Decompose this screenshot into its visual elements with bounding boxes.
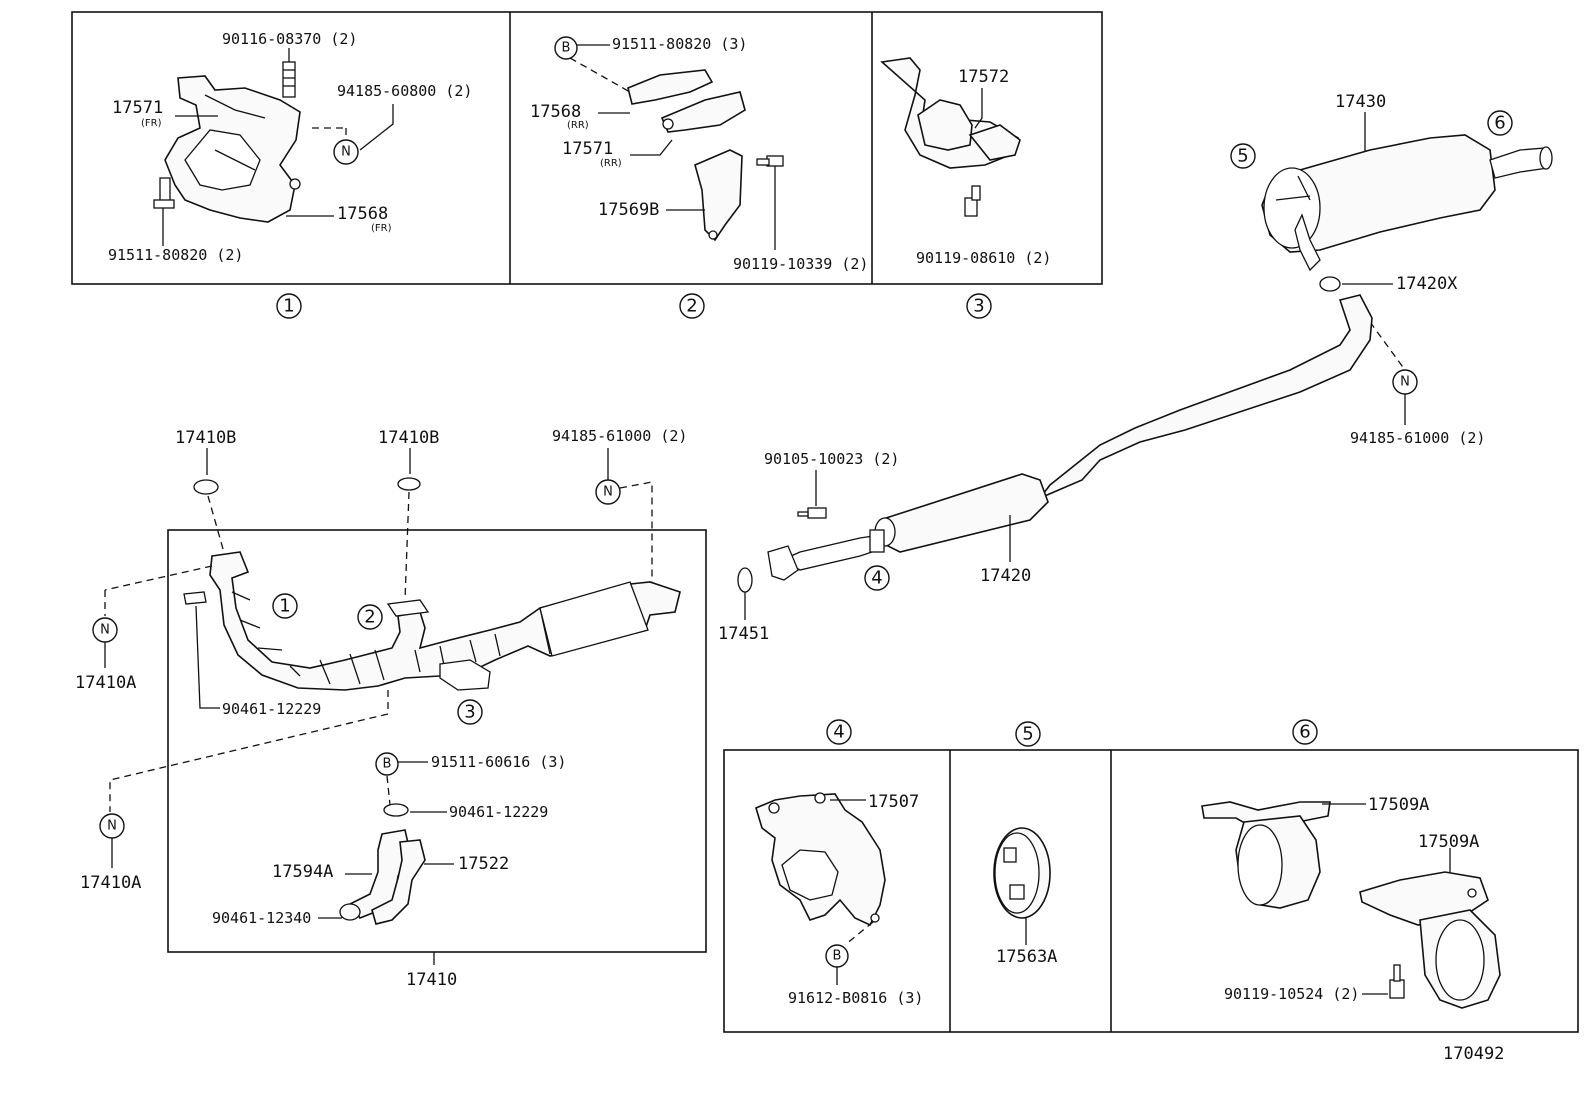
label-17572: 17572: [958, 67, 1009, 87]
callout-2-front-text: 2: [364, 607, 375, 628]
label-17594a: 17594A: [272, 862, 333, 882]
label-17571-fr-sub: (FR): [141, 118, 162, 129]
label-94185-60800: 94185-60800 (2): [337, 82, 472, 100]
label-91511-80820-3: 91511-80820 (3): [612, 35, 747, 53]
label-17568-rr: 17568: [530, 102, 581, 122]
label-17410: 17410: [406, 970, 457, 990]
inset-3-number: [966, 293, 992, 319]
label-17420: 17420: [980, 566, 1031, 586]
inset-3-number-text: 3: [973, 296, 984, 317]
inset-3-bracket-drawing: [880, 57, 1021, 217]
callout-3-front: [457, 699, 483, 725]
insets-456-frame: [723, 749, 1579, 1033]
label-17522: 17522: [458, 854, 509, 874]
label-90461-12229-upper: 90461-12229: [222, 700, 321, 718]
front-pipe-frame: [167, 529, 707, 953]
n-marker-left-upper-text: N: [100, 623, 110, 638]
n-marker-left-lower-text: N: [107, 819, 117, 834]
label-17509a-lower: 17509A: [1418, 832, 1479, 852]
inset-4-number-text: 4: [833, 722, 844, 743]
callout-4-rear-text: 4: [871, 568, 882, 589]
front-pipe-drawing: [183, 551, 681, 691]
label-17507: 17507: [868, 792, 919, 812]
callout-5-rear: [1230, 143, 1256, 169]
label-17569b: 17569B: [598, 200, 659, 220]
label-90461-12340: 90461-12340: [212, 909, 311, 927]
b-marker-inset2-text: B: [562, 41, 571, 56]
label-90116-08370: 90116-08370 (2): [222, 30, 357, 48]
b-marker-inset4-text: B: [833, 949, 842, 964]
label-90119-10524: 90119-10524 (2): [1224, 985, 1359, 1003]
label-94185-61000-rear: 94185-61000 (2): [1350, 429, 1485, 447]
inset-1-frame: [71, 11, 1103, 285]
callout-2-front: [357, 604, 383, 630]
inset-6-number: [1292, 719, 1318, 745]
inset-5-number: [1015, 721, 1041, 747]
n-marker-inset1-text: N: [341, 145, 351, 160]
label-17430: 17430: [1335, 92, 1386, 112]
label-17509a-upper: 17509A: [1368, 795, 1429, 815]
label-17568-fr: 17568: [337, 204, 388, 224]
inset-6-number-text: 6: [1299, 722, 1310, 743]
label-90119-10339: 90119-10339 (2): [733, 255, 868, 273]
label-91511-80820-2: 91511-80820 (2): [108, 246, 243, 264]
n-marker-inset1: [333, 139, 359, 165]
n-marker-front-right: [595, 479, 621, 505]
b-marker-inset2: [554, 36, 578, 60]
inset-2-bracket-drawing: [627, 69, 784, 250]
label-17410a-upper: 17410A: [75, 673, 136, 693]
b-marker-front-text: B: [383, 757, 392, 772]
rubber-hanger-17563a-drawing: [993, 827, 1051, 919]
n-marker-front-right-text: N: [603, 485, 613, 500]
label-17568-fr-sub: (FR): [371, 223, 392, 234]
label-17410b-left: 17410B: [175, 428, 236, 448]
inset-4-number: [826, 719, 852, 745]
label-17410a-lower: 17410A: [80, 873, 141, 893]
inset-1-number: [276, 293, 302, 319]
label-91612-b0816: 91612-B0816 (3): [788, 989, 923, 1007]
callout-4-rear: [864, 565, 890, 591]
label-17451: 17451: [718, 624, 769, 644]
label-94185-61000-front: 94185-61000 (2): [552, 427, 687, 445]
label-90119-08610: 90119-08610 (2): [916, 249, 1051, 267]
hangers-17509a-drawing: [1201, 801, 1501, 1009]
muffler-17430-drawing: [1261, 134, 1553, 272]
label-17571-rr: 17571: [562, 139, 613, 159]
label-91511-60616: 91511-60616 (3): [431, 753, 566, 771]
label-17571-rr-sub: (RR): [600, 158, 622, 169]
inset-2-number: [679, 293, 705, 319]
hanger-17507-drawing: [755, 792, 886, 927]
label-90461-12229-lower: 90461-12229: [449, 803, 548, 821]
callout-5-rear-text: 5: [1237, 146, 1248, 167]
label-17420x: 17420X: [1396, 274, 1458, 294]
callout-6-rear-text: 6: [1494, 113, 1505, 134]
callout-1-front: [272, 593, 298, 619]
b-marker-front: [375, 752, 399, 776]
label-17571-fr: 17571: [112, 98, 163, 118]
label-17563a: 17563A: [996, 947, 1057, 967]
center-pipe-drawing: [767, 294, 1373, 581]
callout-1-front-text: 1: [279, 596, 290, 617]
n-marker-rear-text: N: [1400, 375, 1410, 390]
inset-1-number-text: 1: [283, 296, 294, 317]
inset-2-number-text: 2: [686, 296, 697, 317]
diagram-id: 170492: [1443, 1044, 1504, 1064]
callout-3-front-text: 3: [464, 702, 475, 723]
label-17410b-right: 17410B: [378, 428, 439, 448]
callout-6-rear: [1487, 110, 1513, 136]
pipe-joint-drawing: [339, 829, 426, 925]
label-17568-rr-sub: (RR): [567, 120, 589, 131]
inset-5-number-text: 5: [1022, 724, 1033, 745]
inset-1-bracket-drawing: [153, 61, 301, 223]
label-90105-10023: 90105-10023 (2): [764, 450, 899, 468]
